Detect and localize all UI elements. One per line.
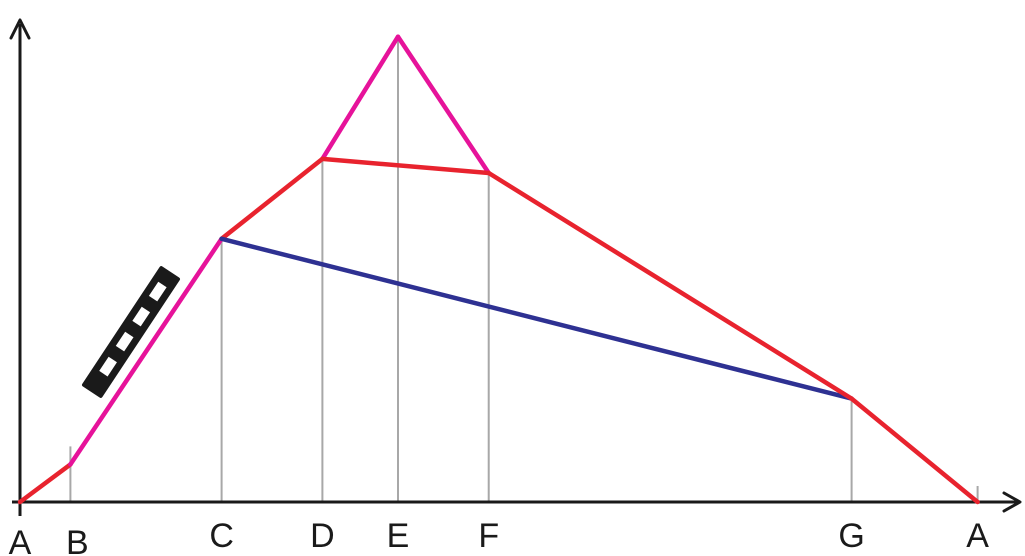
point-label-c: C	[209, 517, 234, 555]
segment-e-f	[395, 34, 491, 176]
segment-c-d	[219, 156, 325, 242]
point-label-g: G	[838, 517, 864, 555]
y-axis-arrowhead	[9, 18, 31, 40]
route-segments	[17, 34, 980, 505]
segment-a-b	[17, 462, 73, 505]
segment-d-f	[320, 156, 491, 176]
axes	[9, 18, 1022, 516]
point-label-a: A	[966, 517, 989, 555]
segment-c-g	[219, 236, 854, 401]
point-label-b: B	[66, 524, 89, 556]
ladder-icon	[82, 266, 180, 398]
point-label-f: F	[478, 517, 499, 555]
point-label-a: A	[9, 524, 32, 556]
ladder-rung-1	[148, 281, 167, 302]
ladder-rung-4	[99, 356, 117, 377]
segment-f-g	[486, 170, 854, 401]
vertical-guides	[69, 36, 979, 502]
segment-b-c	[68, 236, 224, 467]
segment-d-e	[320, 34, 401, 162]
point-label-d: D	[310, 517, 335, 555]
x-axis-arrowhead	[1002, 491, 1022, 513]
segment-g-a	[849, 396, 980, 505]
point-label-e: E	[387, 517, 410, 555]
ladder-rung-3	[115, 331, 134, 352]
ladder-rung-2	[132, 306, 151, 327]
ladder-body	[82, 266, 180, 398]
